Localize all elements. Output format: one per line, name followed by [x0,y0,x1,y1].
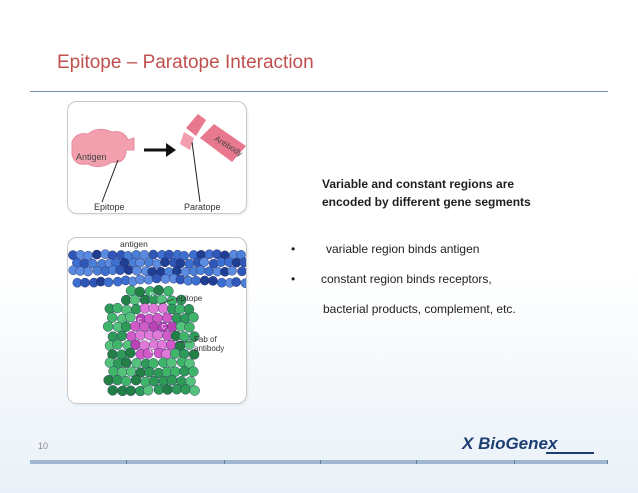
footer-band [30,460,608,464]
bullet-2-text: constant region binds receptors, [321,272,492,286]
paratope-label: Paratope [184,202,221,212]
molecular-model-drawing: antigen N C C C epitope Fab of antibody [68,239,246,397]
epitope-label: Epitope [94,202,125,212]
molecular-model-figure: antigen N C C C epitope Fab of antibody [67,237,247,404]
antigen-label: Antigen [76,152,107,162]
title-divider [30,91,608,92]
bullet-2-marker: • [291,272,296,286]
logo-underline [546,452,594,454]
atom-label: N [150,293,154,299]
antibody-shape [180,114,246,162]
page-number: 10 [38,441,49,451]
antigen-molecule-label: antigen [120,239,148,249]
atom-spheres: N C C C [68,249,246,397]
schematic-drawing: Antigen Antibody Epitope Paratope [71,114,246,212]
logo-name: BioGenex [478,434,558,453]
biogenex-logo: X BioGenex [462,434,557,454]
fab-label-line1: Fab of [194,335,217,344]
antigen-shape [71,128,135,168]
fab-label-line2: antibody [194,344,224,353]
logo-x-icon: X [462,434,474,453]
atom-label: C [150,349,155,355]
heading-line-1: Variable and constant regions are [322,177,515,191]
bullet-1-marker: • [291,242,296,256]
slide-title: Epitope – Paratope Interaction [57,52,314,73]
bullet-1-text: variable region binds antigen [326,242,480,256]
epitope-molecule-label: epitope [176,294,203,303]
atom-label: C [138,319,143,325]
epitope-paratope-schematic: Antigen Antibody Epitope Paratope [67,101,247,214]
atom-label: C [162,325,167,331]
heading-line-2: encoded by different gene segments [322,195,531,209]
bullet-2-continuation: bacterial products, complement, etc. [323,302,516,316]
binding-arrow-head [166,143,176,157]
